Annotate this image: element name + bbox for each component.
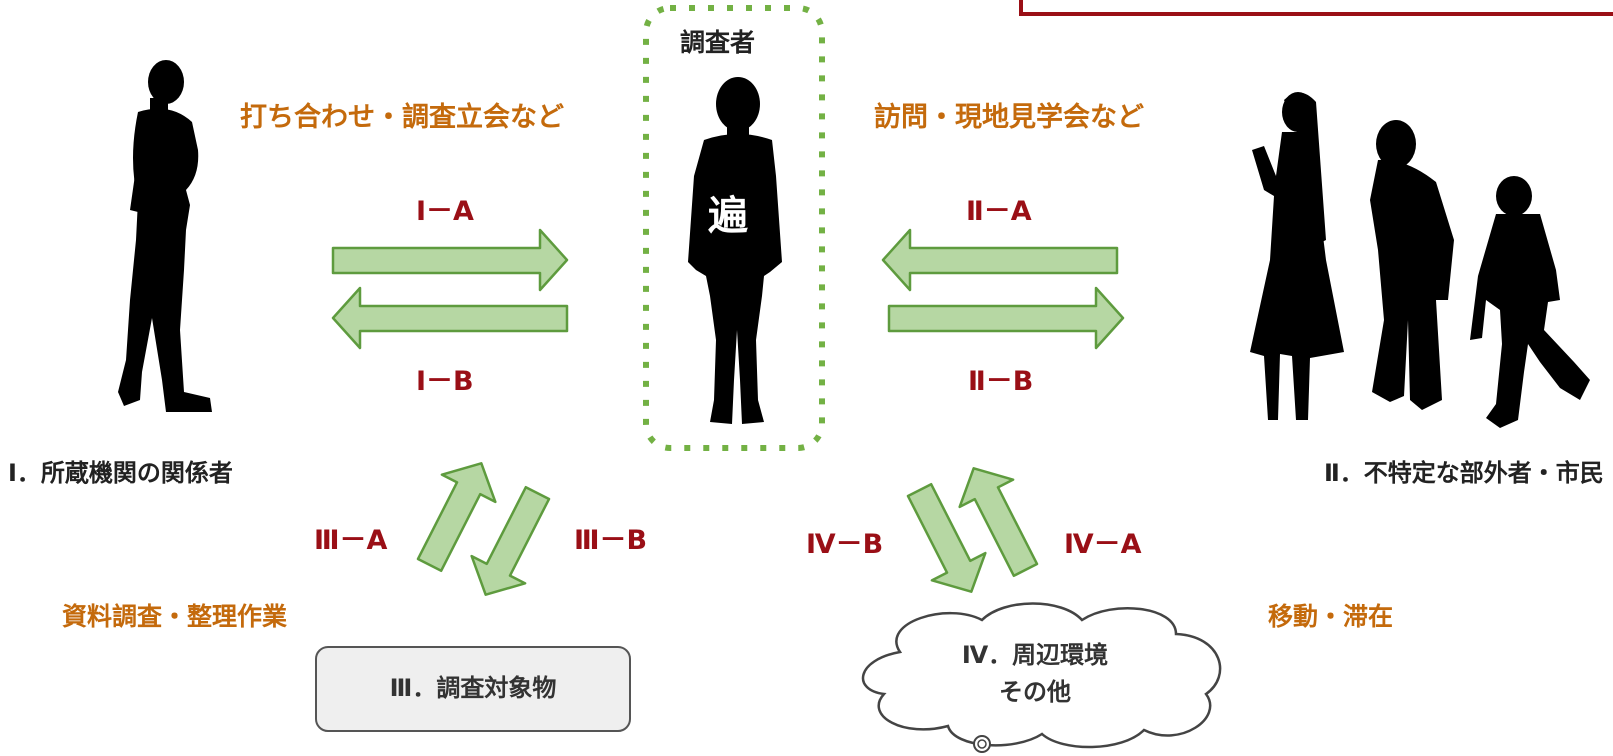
label-iii-a: Ⅲ－A [314,525,388,556]
activity-material: 資料調査・整理作業 [62,602,288,631]
public-silhouette-man [1370,120,1454,410]
label-i-b: Ⅰ－B [416,366,474,397]
label-i-a: Ⅰ－A [416,196,474,227]
researcher-glyph: 遍 [708,193,748,239]
label-ii-a: Ⅱ－A [966,196,1032,227]
staff-silhouette [118,60,212,413]
public-silhouette-child [1470,176,1590,428]
group-public-label: Ⅱ．不特定な部外者・市民 [1324,459,1604,487]
label-iv-a: Ⅳ－A [1064,529,1142,560]
activity-meeting: 打ち合わせ・調査立会など [240,102,564,133]
activity-travel: 移動・滞在 [1268,602,1394,631]
label-iii-b: Ⅲ－B [574,525,648,556]
environment-label-line1: Ⅳ．周辺環境 [961,641,1109,669]
arrow-iii-a [416,462,497,573]
public-silhouette-woman [1250,92,1344,420]
arrow-ii-b [887,286,1125,350]
activity-visit: 訪問・現地見学会など [874,102,1144,133]
arrow-iv-b [906,482,987,593]
group-staff-label: Ⅰ．所蔵機関の関係者 [8,459,233,487]
arrow-i-b [331,286,569,350]
arrow-ii-a [881,228,1119,292]
researcher-label: 調査者 [680,28,756,57]
researcher-silhouette [688,77,782,424]
label-iv-b: Ⅳ－B [806,529,884,560]
arrow-iii-b [470,485,551,596]
arrow-i-a [331,228,569,292]
objects-box [315,646,631,732]
environment-label-line2: その他 [999,678,1071,706]
researcher-zone [643,5,825,451]
top-right-frame [1019,0,1613,16]
arrow-iv-a [958,467,1039,578]
label-ii-b: Ⅱ－B [968,366,1034,397]
objects-box-label: Ⅲ．調査対象物 [389,674,557,702]
environment-cloud [861,602,1222,753]
